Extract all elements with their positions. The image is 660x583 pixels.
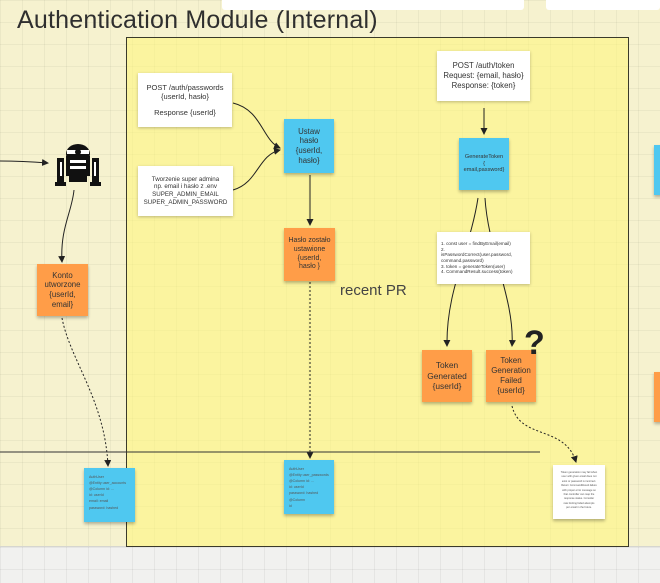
arrow-robot-to-konto — [58, 189, 75, 263]
note-line: password: hashed — [89, 505, 119, 510]
frame-title[interactable]: Authentication Module (Internal) — [17, 6, 378, 34]
sticky-line: Generation — [491, 366, 531, 375]
note-line: that controller can map the — [563, 493, 595, 497]
note-user-passwords-entity[interactable]: AuthUser @Entity user_passwords @Column … — [284, 460, 334, 514]
sticky-line: ustawione — [293, 245, 326, 253]
card-line: np. email i hasło z .env — [154, 183, 217, 191]
sticky-line: { — [483, 160, 485, 167]
offscreen-blue-sticky[interactable] — [654, 145, 660, 195]
sticky-line: GenerateToken — [464, 153, 504, 160]
arrow-to-robot — [0, 159, 49, 167]
card-line: POST /auth/passwords — [146, 82, 224, 92]
card-line: 3. token = generateToken(user) — [441, 263, 505, 269]
note-line: per email in the future. — [566, 506, 592, 510]
sticky-line: {userId} — [432, 381, 462, 392]
sticky-line: Token — [435, 360, 459, 371]
note-auth-user-entity[interactable]: AuthUser @Entity user_accounts @Column i… — [84, 468, 135, 522]
card-line: command.password) — [441, 258, 484, 263]
note-line: rate limiting failed attempts — [563, 501, 595, 505]
note-line: @Entity user_accounts — [89, 481, 127, 486]
note-line: with proper error message so — [562, 488, 596, 492]
post-auth-token-card[interactable]: POST /auth/token Request: {email, hasło}… — [437, 51, 530, 101]
note-line: exist or password is incorrect. — [561, 479, 597, 483]
sticky-generate-token[interactable]: GenerateToken { email,password} — [459, 138, 509, 190]
question-mark-icon[interactable]: ? — [524, 324, 545, 362]
sticky-line: Konto — [52, 270, 73, 280]
card-line: Tworzenie super admina — [151, 175, 220, 183]
card-line: SUPER_ADMIN_EMAIL — [152, 191, 219, 198]
sticky-line: Hasło zostało — [288, 237, 331, 244]
card-line: isPasswordCorrect(user.password, — [441, 252, 512, 258]
sticky-konto-utworzone[interactable]: Konto utworzone {userId, email} — [37, 264, 88, 316]
note-token-failure[interactable]: Token generation may fail when user with… — [553, 465, 605, 519]
sticky-line: utworzone — [44, 280, 81, 290]
sticky-line: {userId, — [49, 290, 76, 299]
note-line: AuthUser — [89, 475, 104, 479]
note-line: id: userId — [289, 485, 304, 490]
note-line: @Column id: ... — [89, 487, 114, 492]
note-line: @Column — [289, 497, 306, 502]
note-line: AuthUser — [289, 467, 304, 471]
card-line: Response: {token} — [451, 80, 516, 90]
sticky-line: Token — [500, 356, 522, 365]
card-line: POST /auth/token — [452, 61, 515, 71]
token-logic-card[interactable]: 1. const user = findByEmail(email) 2. is… — [437, 232, 530, 284]
super-admin-card[interactable]: Tworzenie super admina np. email i hasło… — [138, 166, 233, 216]
card-line: 1. const user = findByEmail(email) — [441, 240, 511, 246]
sticky-line: hasło} — [298, 155, 320, 165]
card-line: Request: {email, hasło} — [443, 71, 524, 81]
sticky-line: Generated — [427, 370, 467, 381]
card-line: 4. CommandResult.success(token) — [441, 269, 513, 275]
sticky-haslo-ustawione[interactable]: Hasło zostało ustawione {userId, hasło } — [284, 228, 335, 281]
sticky-token-generation-failed[interactable]: Token Generation Failed {userId} — [486, 350, 536, 402]
sticky-ustaw-haslo[interactable]: Ustaw hasło {userId, hasło} — [284, 119, 334, 173]
sticky-line: hasło } — [298, 263, 321, 271]
note-line: email: email — [89, 499, 109, 504]
note-line: Token generation may fail when — [560, 471, 598, 474]
sticky-line: {userId} — [497, 386, 525, 395]
note-line: id — [289, 503, 292, 508]
card-line: Response {userId} — [154, 107, 216, 117]
note-line: id: userId — [89, 493, 104, 498]
top-strip-right — [546, 0, 660, 10]
dashed-konto-to-note — [61, 317, 112, 467]
sticky-line: {userId, — [297, 254, 322, 262]
sticky-line: Failed — [500, 376, 522, 385]
recent-pr-label[interactable]: recent PR — [340, 282, 407, 299]
sticky-line: email,password} — [463, 167, 505, 174]
sticky-line: hasło — [299, 136, 319, 146]
note-line: Return CommandResult.failure — [561, 484, 597, 488]
post-auth-passwords-card[interactable]: POST /auth/passwords {userId, hasło} Res… — [138, 73, 232, 127]
note-line: @Column id: ... — [289, 479, 314, 484]
card-line: SUPER_ADMIN_PASSWORD — [143, 198, 228, 206]
sticky-line: {userId, — [295, 146, 323, 155]
sticky-line: Ustaw — [298, 126, 320, 136]
note-line: @Entity user_passwords — [289, 473, 329, 478]
card-line: {userId, hasło} — [161, 92, 209, 102]
card-line: 2. — [441, 246, 445, 252]
robot-icon[interactable] — [52, 138, 104, 190]
note-line: response status. Consider — [563, 497, 595, 501]
note-line: password: hashed — [289, 491, 319, 496]
note-line: user with given email does not — [561, 475, 597, 479]
top-strip-left — [222, 0, 524, 10]
canvas-bottom-area — [0, 546, 660, 583]
sticky-token-generated[interactable]: Token Generated {userId} — [422, 350, 472, 402]
sticky-line: email} — [51, 299, 74, 309]
offscreen-orange-sticky[interactable] — [654, 372, 660, 422]
